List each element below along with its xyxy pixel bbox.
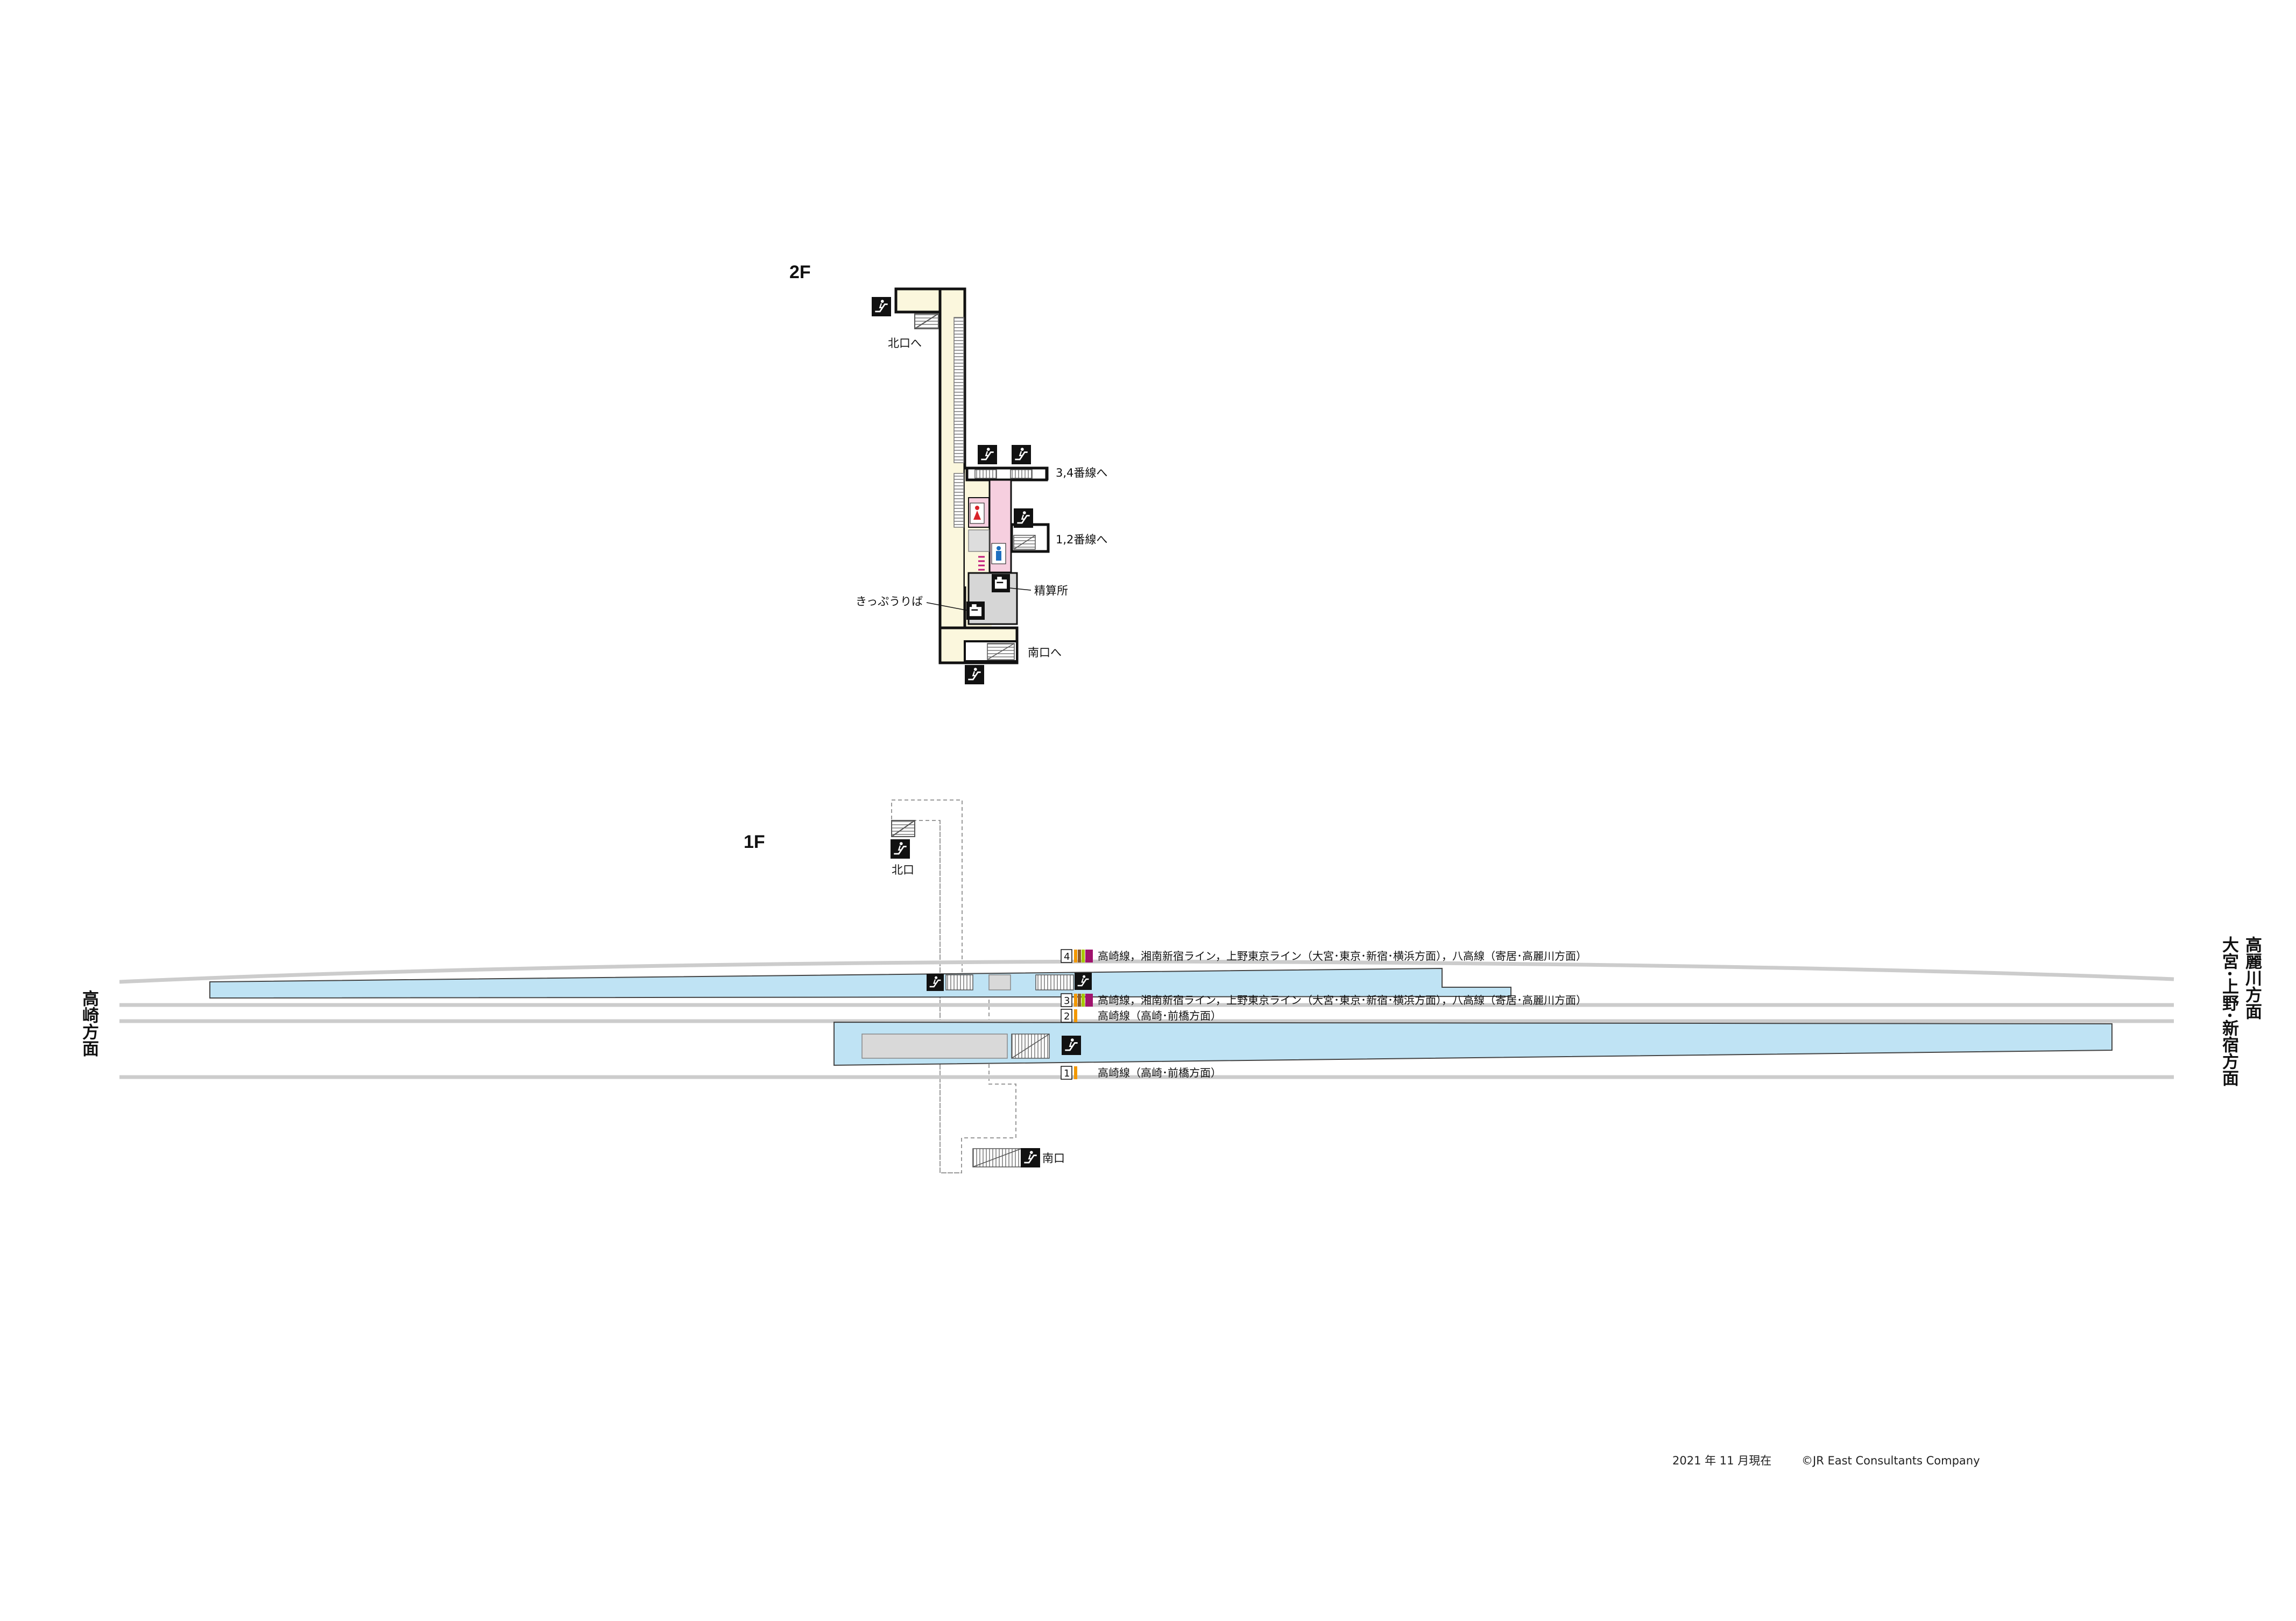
track-labels: 4 高崎線，湘南新宿ライン，上野東京ライン（大宮･東京･新宿･横浜方面），八高線… xyxy=(1061,949,1587,1080)
escalator-icon xyxy=(965,665,984,684)
stairs-mid-corridor xyxy=(953,473,964,528)
platform-34-access: 3,4番線へ xyxy=(965,445,1107,482)
svg-text:高麗川方面: 高麗川方面 xyxy=(2242,936,2262,1020)
escalator-icon xyxy=(1021,1148,1040,1167)
ticket-machine-icon xyxy=(992,574,1010,592)
floor-label-1f: 1F xyxy=(744,832,765,852)
platform-12-access: 1,2番線へ xyxy=(1010,508,1107,553)
tracks xyxy=(119,959,2174,1079)
platform-34-direction: 3,4番線へ xyxy=(1056,466,1107,479)
track-2-destination: 高崎線（高崎･前橋方面） xyxy=(1098,1009,1221,1022)
north-exit-1f: 北口 xyxy=(891,820,915,876)
svg-text:3: 3 xyxy=(1064,995,1070,1007)
track-4-destination: 高崎線，湘南新宿ライン，上野東京ライン（大宮･東京･新宿･横浜方面），八高線（寄… xyxy=(1098,950,1587,962)
svg-text:4: 4 xyxy=(1064,951,1070,962)
south-exit-direction: 南口へ xyxy=(1028,646,1062,659)
track-4-label: 4 高崎線，湘南新宿ライン，上野東京ライン（大宮･東京･新宿･横浜方面），八高線… xyxy=(1061,949,1587,963)
floor-label-2f: 2F xyxy=(789,262,811,282)
floor-2f: 2F 北口へ xyxy=(789,262,1107,684)
direction-east-a: 高麗川方面 xyxy=(2242,936,2262,1020)
track-3-label: 3 高崎線，湘南新宿ライン，上野東京ライン（大宮･東京･新宿･横浜方面），八高線… xyxy=(1061,993,1587,1007)
escalator-icon xyxy=(872,297,891,316)
escalator-icon xyxy=(978,445,997,464)
south-exit-1f: 南口 xyxy=(972,1148,1065,1167)
escalator-icon xyxy=(927,974,944,991)
svg-text:2: 2 xyxy=(1064,1011,1070,1022)
stairs-long-corridor xyxy=(953,317,964,463)
escalator-icon xyxy=(1075,973,1092,990)
direction-west: 高崎方面 xyxy=(79,990,99,1057)
fare-adjustment-label: 精算所 xyxy=(1034,584,1068,597)
ticket-machine-icon xyxy=(966,601,985,620)
escalator-icon xyxy=(1012,445,1031,464)
escalator-icon xyxy=(1014,508,1033,528)
svg-text:1: 1 xyxy=(1064,1068,1070,1079)
north-exit-direction: 北口へ xyxy=(888,337,922,350)
magenta-marker xyxy=(978,556,985,571)
escalator-icon xyxy=(891,839,910,859)
copyright: ©JR East Consultants Company xyxy=(1802,1454,1980,1467)
as-of-date: 2021 年 11 月現在 xyxy=(1672,1454,1771,1467)
track-1-destination: 高崎線（高崎･前橋方面） xyxy=(1098,1066,1221,1079)
south-exit-label: 南口 xyxy=(1042,1152,1065,1165)
track-3-destination: 高崎線，湘南新宿ライン，上野東京ライン（大宮･東京･新宿･横浜方面），八高線（寄… xyxy=(1098,994,1587,1007)
svg-text:大宮･上野･新宿方面: 大宮･上野･新宿方面 xyxy=(2219,936,2239,1086)
south-exit-2f: 南口へ xyxy=(964,640,1062,684)
north-exit-label: 北口 xyxy=(892,863,914,876)
svg-text:高崎方面: 高崎方面 xyxy=(79,990,99,1057)
platform-34 xyxy=(209,967,1511,999)
ticket-office: 精算所 きっぷうりば xyxy=(856,572,1068,625)
platform-12 xyxy=(833,1021,2113,1066)
track-2-label: 2 高崎線（高崎･前橋方面） xyxy=(1061,1009,1221,1023)
ticket-sales-label: きっぷうりば xyxy=(856,595,923,608)
direction-east-b: 大宮･上野･新宿方面 xyxy=(2219,936,2239,1086)
floor-1f: 1F 北口 xyxy=(79,799,2262,1173)
escalator-icon xyxy=(1062,1036,1081,1055)
track-1-label: 1 高崎線（高崎･前橋方面） xyxy=(1061,1066,1221,1080)
platform-12-direction: 1,2番線へ xyxy=(1056,533,1107,546)
restroom-area xyxy=(968,479,1012,574)
